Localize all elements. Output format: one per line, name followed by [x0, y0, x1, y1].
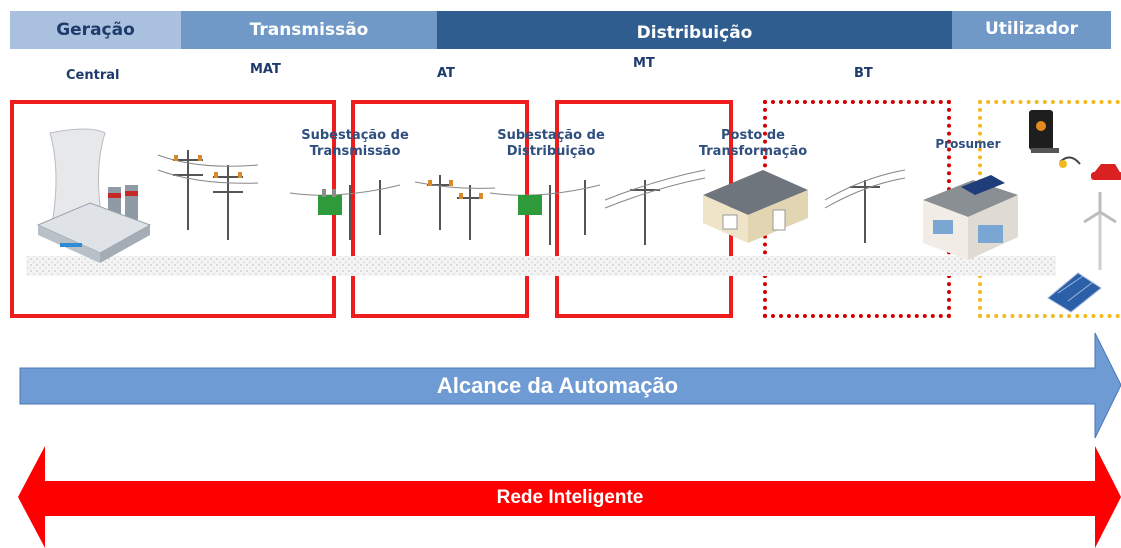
automation-arrow-label: Alcance da Automação	[436, 373, 679, 398]
solar-panel-icon	[1047, 272, 1102, 313]
station-distribution: Subestação de Distribuição	[497, 128, 605, 159]
station-transformer: Posto de Transformação	[698, 128, 808, 159]
station-transmission: Subestação de Transmissão	[301, 128, 409, 159]
power-pylon-icon	[824, 169, 906, 243]
level-mt: MT	[633, 56, 655, 71]
level-bt: BT	[854, 66, 873, 81]
header-utilizador: Utilizador	[952, 11, 1111, 49]
header-distribuicao: Distribuição	[437, 11, 952, 49]
header-geracao: Geração	[10, 11, 181, 49]
level-mat: MAT	[250, 62, 281, 77]
building-icon	[703, 170, 808, 243]
level-central: Central	[66, 68, 120, 83]
header-transmissao: Transmissão	[181, 11, 437, 49]
header-geracao-label: Geração	[56, 20, 135, 40]
wind-turbine-icon	[1083, 192, 1117, 270]
station-prosumer: Prosumer	[935, 137, 1001, 151]
house-icon	[923, 175, 1018, 260]
electric-car-icon	[1059, 156, 1121, 180]
level-at: AT	[437, 66, 455, 81]
smart-grid-arrow-label: Rede Inteligente	[496, 487, 644, 508]
power-pylon-icon	[157, 150, 259, 240]
substation-icon	[289, 180, 401, 240]
power-pylon-icon	[604, 169, 706, 245]
header-transmissao-label: Transmissão	[249, 20, 369, 40]
substation-icon	[489, 180, 601, 245]
cooling-tower-icon	[36, 128, 152, 263]
smart-meter-icon	[1029, 110, 1059, 153]
header-distribuicao-label: Distribuição	[636, 23, 753, 43]
power-pylon-icon	[414, 175, 496, 240]
header-utilizador-label: Utilizador	[984, 19, 1078, 39]
